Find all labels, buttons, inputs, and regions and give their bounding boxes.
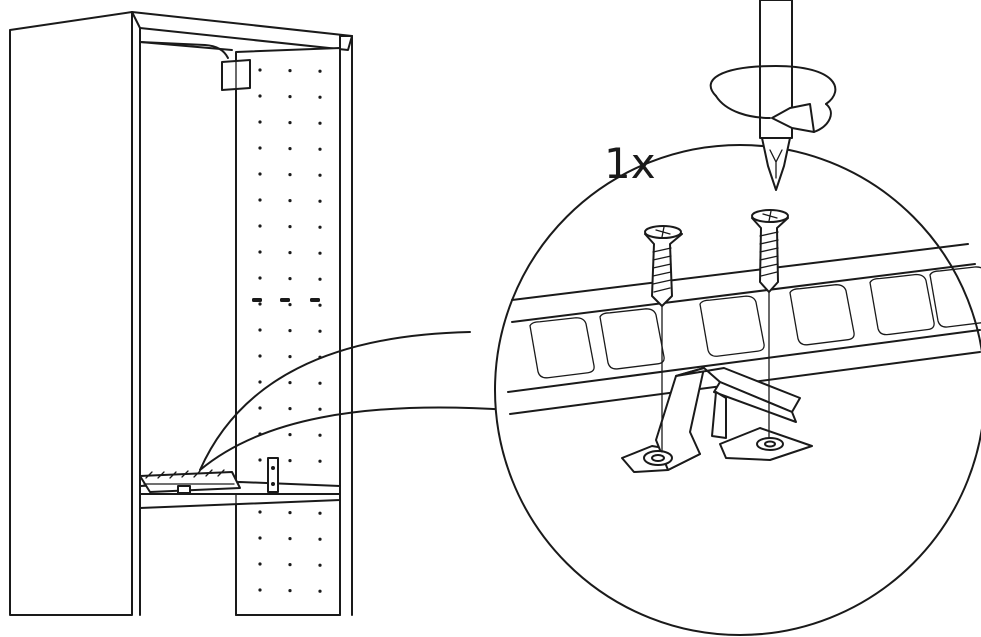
panel-hole [258, 302, 262, 306]
panel-hole [288, 251, 292, 255]
panel-hole [288, 329, 292, 333]
panel-hole [288, 459, 292, 463]
rail-slot [869, 273, 935, 336]
magnifier-callout-icon [494, 144, 981, 636]
panel-hole [258, 510, 262, 514]
panel-hole [288, 407, 292, 411]
panel-hole [258, 354, 262, 358]
panel-hole [318, 277, 322, 281]
panel-hole [258, 224, 262, 228]
panel-hole [318, 459, 322, 463]
panel-hole [288, 355, 292, 359]
panel-hole [258, 380, 262, 384]
panel-hole [318, 95, 322, 99]
panel-hole [318, 303, 322, 307]
callout-leader [199, 331, 511, 471]
panel-hole [258, 562, 262, 566]
panel-hole [318, 537, 322, 541]
panel-hole [258, 328, 262, 332]
panel-hole [258, 588, 262, 592]
quantity-label: 1x [604, 139, 656, 188]
rail-slot [529, 317, 595, 379]
panel-hole [318, 199, 322, 203]
panel-hole [288, 510, 292, 515]
panel-hole [288, 589, 292, 593]
rail-slot [699, 295, 765, 357]
panel-hole [288, 173, 292, 177]
panel-hole [288, 121, 292, 125]
panel-hole [288, 381, 292, 385]
screw-icon [751, 209, 789, 293]
panel-hole [258, 120, 262, 124]
panel-hole [288, 433, 292, 437]
panel-hole [318, 251, 322, 255]
panel-hole [318, 407, 322, 411]
panel-hole [288, 277, 292, 281]
panel-hole [318, 329, 322, 333]
panel-hole [318, 173, 322, 177]
cabinet-icon [9, 11, 353, 616]
panel-hole [288, 147, 292, 151]
panel-hole [318, 69, 322, 73]
panel-hole [318, 563, 322, 567]
panel-hole [318, 381, 322, 385]
rail-slot [599, 308, 665, 370]
panel-hole [258, 406, 262, 410]
panel-hole [318, 121, 322, 125]
panel-hole [258, 250, 262, 254]
small-bracket [267, 457, 279, 493]
panel-hole [288, 95, 292, 99]
panel-hole [318, 511, 322, 515]
rotation-arrow-icon [709, 65, 837, 133]
panel-hole [318, 147, 322, 151]
rail [507, 243, 981, 415]
panel-hole [258, 276, 262, 280]
panel-hole [318, 225, 322, 229]
panel-hole [258, 198, 262, 202]
panel-hole [258, 68, 262, 72]
panel-hole [288, 563, 292, 567]
rail-slot [789, 284, 855, 346]
panel-hole [288, 303, 292, 307]
panel-hole [258, 172, 262, 176]
panel-hole [318, 589, 322, 593]
shelf-rail [139, 469, 241, 494]
panel-hole [318, 433, 322, 437]
screwdriver-icon [759, 0, 793, 191]
panel-hole [258, 146, 262, 150]
panel-hole [288, 69, 292, 73]
panel-hole [288, 225, 292, 229]
panel-hole [288, 199, 292, 203]
shelf-pins [252, 298, 320, 302]
panel-hole [288, 537, 292, 541]
rail-slot [929, 266, 981, 328]
panel-hole [258, 458, 262, 462]
screw-icon [644, 225, 683, 307]
panel-hole [258, 536, 262, 540]
back-panel-holes [258, 68, 322, 593]
panel-hole [258, 94, 262, 98]
